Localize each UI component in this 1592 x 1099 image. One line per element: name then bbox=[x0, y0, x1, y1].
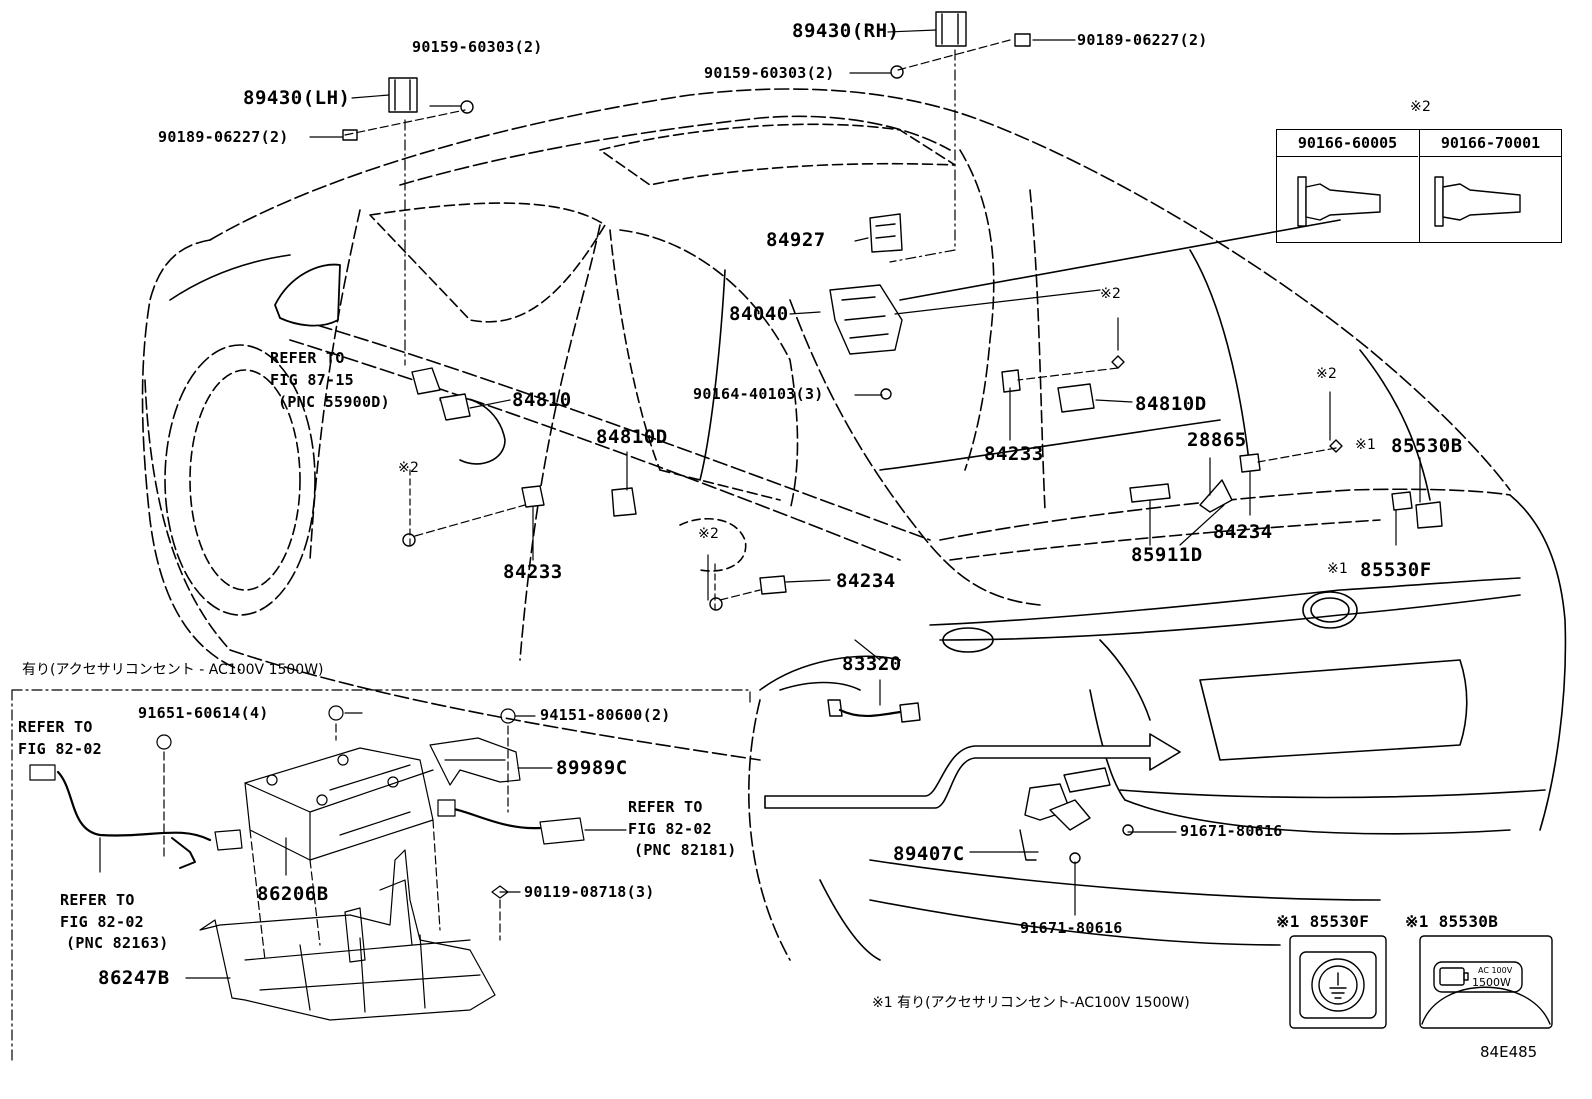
clip-90166-60005: 90166-60005 bbox=[1277, 130, 1418, 157]
label-84233-right: 84233 bbox=[984, 443, 1044, 465]
note-2-mark-a: ※2 bbox=[1100, 286, 1122, 302]
label-85530b: 85530B bbox=[1391, 435, 1463, 457]
option-kit-box bbox=[11, 689, 751, 1061]
label-91651: 91651-60614(4) bbox=[138, 704, 269, 722]
label-90189-lh: 90189-06227(2) bbox=[158, 128, 289, 146]
component-sketches bbox=[342, 11, 1443, 864]
clip-table-note: ※2 bbox=[1410, 99, 1432, 115]
label-85911d: 85911D bbox=[1131, 544, 1203, 566]
label-83320: 83320 bbox=[842, 653, 902, 675]
vehicle-body-outline bbox=[141, 88, 1567, 961]
clip-90166-70001: 90166-70001 bbox=[1420, 130, 1561, 157]
refer-fig-87-15-line3: (PNC 55900D) bbox=[278, 393, 390, 411]
note-2-mark-d: ※2 bbox=[698, 526, 720, 542]
label-85530f: 85530F bbox=[1360, 559, 1432, 581]
refer-fig-82-02-b-line2: FIG 82-02 bbox=[628, 820, 712, 838]
label-90164: 90164-40103(3) bbox=[693, 385, 824, 403]
refer-fig-87-15-line2: FIG 87-15 bbox=[270, 371, 354, 389]
label-84234-right: 84234 bbox=[1213, 521, 1273, 543]
label-84927: 84927 bbox=[766, 229, 826, 251]
label-89430-rh: 89430(RH) bbox=[792, 20, 900, 42]
label-90159-lh: 90159-60303(2) bbox=[412, 38, 543, 56]
refer-fig-82-02-c-line3: (PNC 82163) bbox=[66, 934, 169, 952]
label-89430-lh: 89430(LH) bbox=[243, 87, 351, 109]
pointer-arrows bbox=[764, 733, 1181, 809]
refer-fig-82-02-a-line1: REFER TO bbox=[18, 718, 93, 736]
leader-lines bbox=[309, 29, 1421, 916]
label-90119: 90119-08718(3) bbox=[524, 883, 655, 901]
label-86247b: 86247B bbox=[98, 967, 170, 989]
inset-85530f-title: ※1 85530F bbox=[1276, 912, 1370, 931]
footnote-1: ※1 有り(アクセサリコンセント-AC100V 1500W) bbox=[872, 995, 1190, 1011]
clip-table-drawings bbox=[1297, 176, 1521, 227]
label-91671-b: 91671-80616 bbox=[1020, 919, 1123, 937]
inset-badge-1500w: 1500W bbox=[1472, 976, 1511, 989]
inset-85530b-title: ※1 85530B bbox=[1405, 912, 1499, 931]
label-90159-rh: 90159-60303(2) bbox=[704, 64, 835, 82]
inset-boxes bbox=[1289, 935, 1553, 1029]
refer-fig-82-02-c-line2: FIG 82-02 bbox=[60, 913, 144, 931]
label-84234-mid: 84234 bbox=[836, 570, 896, 592]
label-90189-rh: 90189-06227(2) bbox=[1077, 31, 1208, 49]
clip-table: 90166-60005 90166-70001 bbox=[1276, 129, 1562, 243]
clip-table-col-1: 90166-60005 bbox=[1277, 130, 1418, 242]
inset-badge-ac100v: AC 100V bbox=[1478, 966, 1513, 975]
note-1-mark-85530f: ※1 bbox=[1327, 561, 1349, 577]
note-2-mark-c: ※2 bbox=[398, 460, 420, 476]
label-91671-a: 91671-80616 bbox=[1180, 822, 1283, 840]
label-28865: 28865 bbox=[1187, 429, 1247, 451]
diagram-code: 84E485 bbox=[1480, 1043, 1538, 1061]
refer-fig-82-02-a-line2: FIG 82-02 bbox=[18, 740, 102, 758]
label-94151: 94151-80600(2) bbox=[540, 706, 671, 724]
refer-fig-82-02-c-line1: REFER TO bbox=[60, 891, 135, 909]
note-1-mark-85530b: ※1 bbox=[1355, 437, 1377, 453]
label-84810: 84810 bbox=[512, 389, 572, 411]
clip-table-col-2: 90166-70001 bbox=[1419, 130, 1561, 242]
note-2-mark-b: ※2 bbox=[1316, 366, 1338, 382]
label-86206b: 86206B bbox=[257, 883, 329, 905]
label-84810d-right: 84810D bbox=[1135, 393, 1207, 415]
refer-fig-82-02-b-line3: (PNC 82181) bbox=[634, 841, 737, 859]
option-kit-header: 有り(アクセサリコンセント - AC100V 1500W) bbox=[22, 662, 324, 678]
label-84233-left: 84233 bbox=[503, 561, 563, 583]
label-84040: 84040 bbox=[729, 303, 789, 325]
label-89989c: 89989C bbox=[556, 757, 628, 779]
label-84810d-mid: 84810D bbox=[596, 426, 668, 448]
label-89407c: 89407C bbox=[893, 843, 965, 865]
refer-fig-82-02-b-line1: REFER TO bbox=[628, 798, 703, 816]
refer-fig-87-15-line1: REFER TO bbox=[270, 349, 345, 367]
